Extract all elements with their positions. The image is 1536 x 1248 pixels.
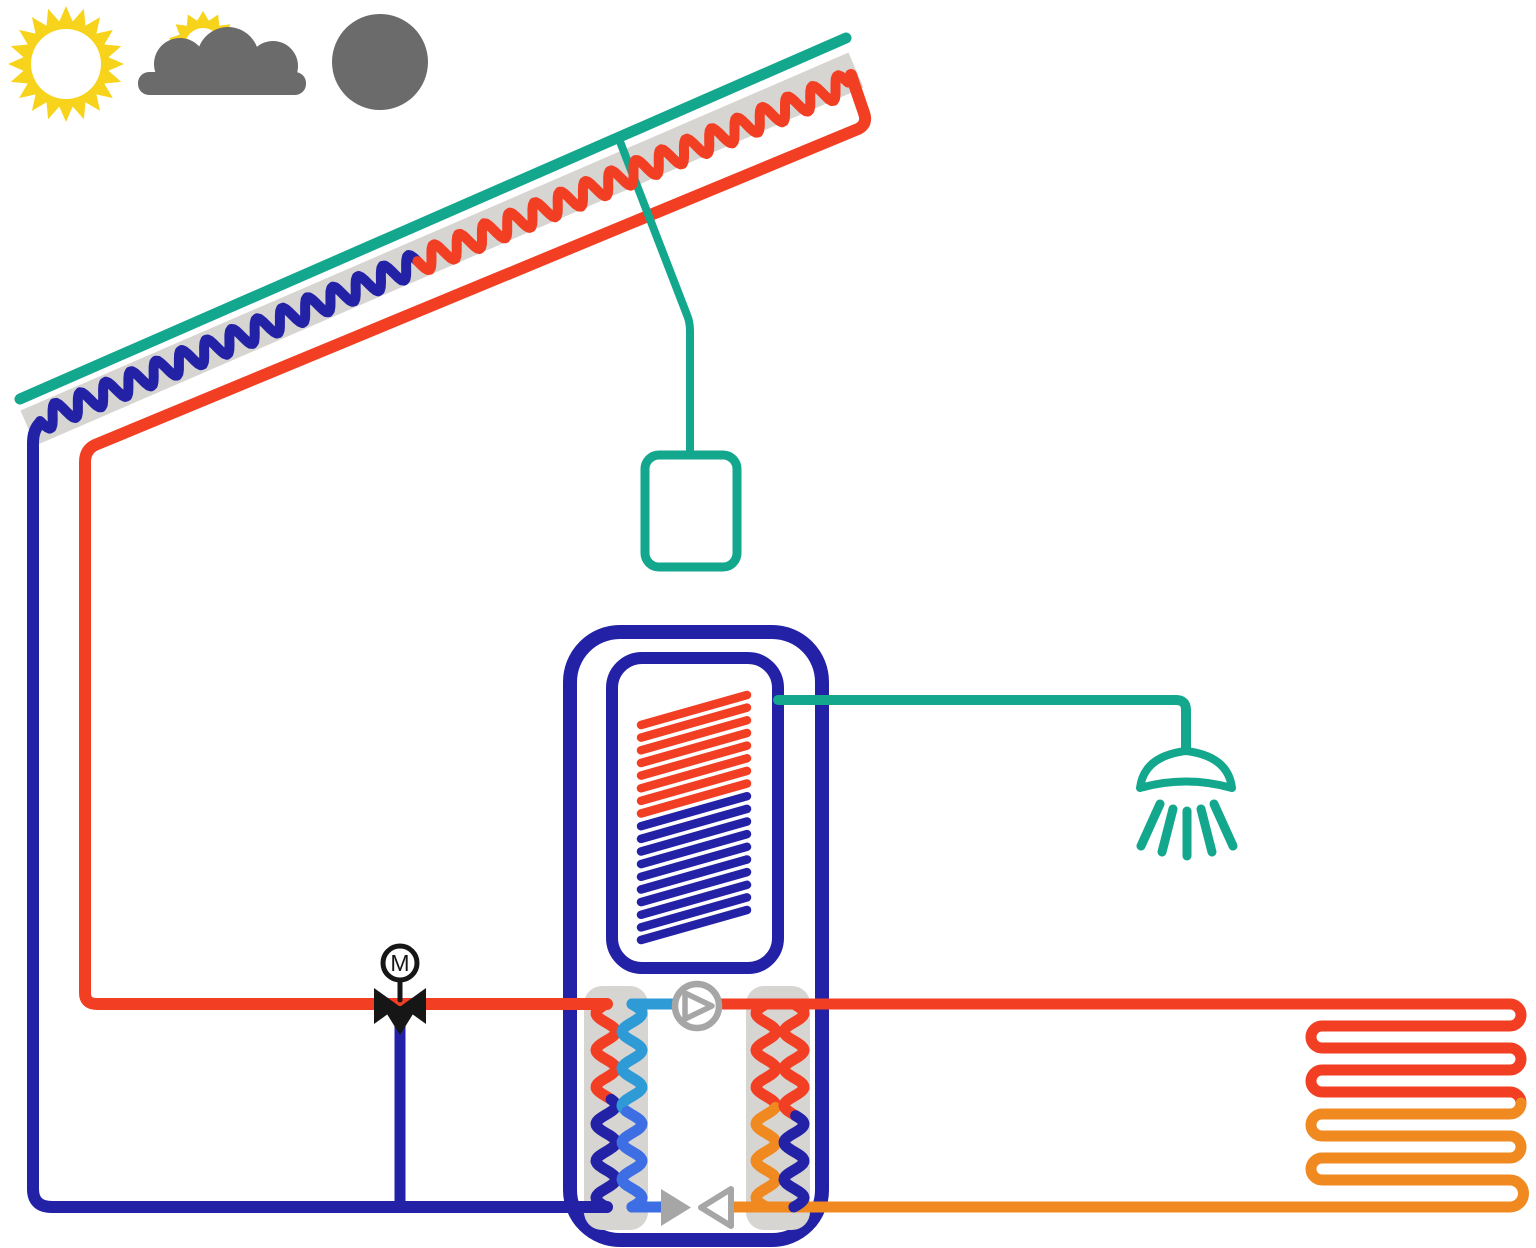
solar-coil-tankside-cool [616, 1106, 648, 1213]
tank-stripe [636, 817, 752, 856]
tank-stripe [636, 703, 752, 742]
shower-spray-5 [1209, 799, 1238, 851]
tank-stripe [636, 855, 752, 894]
motor-body [380, 943, 420, 983]
tank-stripe [636, 829, 752, 869]
collector-sensor-line [615, 135, 694, 456]
cloud-icon-puff-1 [154, 38, 206, 90]
tank-stratification-stripes [636, 690, 752, 945]
floor-coil-supply-hot [750, 998, 782, 1113]
cloud-icon-puff-2 [197, 27, 259, 89]
shower-head-icon [1136, 747, 1236, 792]
tank-stripe [636, 754, 752, 793]
tank-stripe [636, 728, 752, 768]
tank-stripe [636, 880, 752, 920]
motor-label: M [390, 950, 409, 976]
shower-spray-2 [1157, 804, 1178, 857]
tank-stripe [636, 804, 752, 844]
tank-stripe [636, 779, 752, 818]
collector-absorber-cold [35, 250, 423, 434]
hot-water-pipe [773, 695, 1191, 763]
solar-coil-cold [590, 1093, 622, 1213]
solar-supply-pipe-hot [79, 69, 872, 1010]
solar-coil-hot [590, 998, 622, 1105]
floor-coil-return-cold [778, 1110, 810, 1213]
mixing-valve-bottom-icon [382, 1006, 418, 1035]
drain-valve-left-icon [661, 1189, 691, 1226]
controller-box [640, 450, 742, 572]
heating-supply-serpentine [712, 998, 1527, 1109]
tank-stripe [636, 905, 752, 945]
drain-valve-right-icon [698, 1186, 734, 1229]
heating-return-serpentine [714, 1097, 1529, 1213]
tank-stripe [636, 867, 752, 907]
night-icon [332, 14, 428, 110]
floor-coil-supply-cool [750, 1102, 782, 1213]
solar-coil-tankside-warm [616, 998, 648, 1118]
tank-stripe [636, 893, 752, 932]
shower-spray-1 [1136, 799, 1165, 851]
tank-stripe [636, 716, 752, 755]
cloud-icon-puff-3 [248, 41, 298, 91]
floor-coil-return-warm [778, 998, 810, 1122]
tank-stripe [636, 741, 752, 780]
solar-return-pipe-cold [27, 417, 613, 1213]
sun-icon-core [31, 29, 101, 99]
roof-line [14, 32, 852, 405]
shower-spray-4 [1196, 804, 1217, 857]
collector-absorber-hot [412, 70, 853, 275]
tank-stripe [636, 690, 752, 730]
tank-stripe [636, 766, 752, 806]
tank-stripe [636, 842, 752, 882]
tank-stripe [636, 791, 752, 831]
pump-rotor-icon [682, 990, 715, 1022]
